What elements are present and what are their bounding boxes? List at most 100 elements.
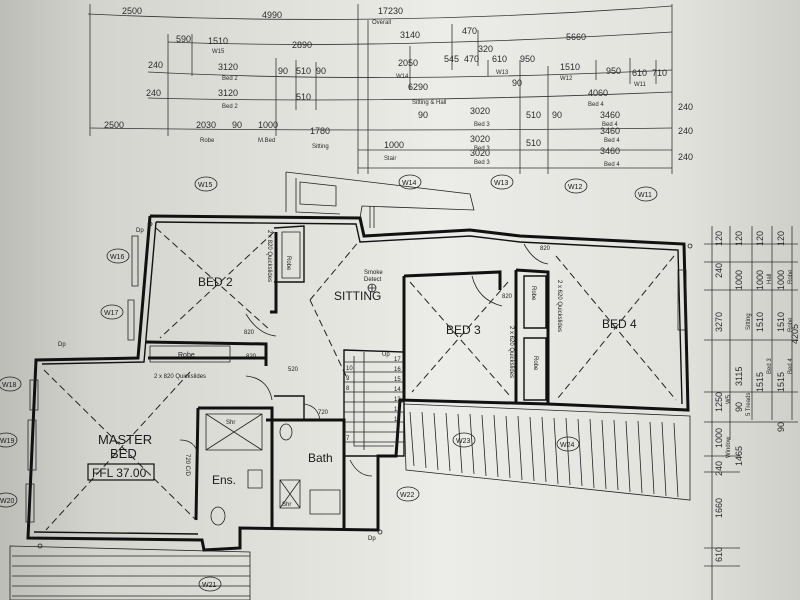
room-label-ensuite: Ens. bbox=[212, 473, 236, 487]
dim-rc-10: 1510 bbox=[755, 312, 765, 332]
dim-r3-o: 950 bbox=[606, 66, 621, 76]
dim-r5-h: 510 bbox=[526, 110, 541, 120]
shr-label-bath: Shr bbox=[282, 502, 291, 508]
dim-rc-11: 1510 bbox=[776, 312, 786, 332]
dim-r3-g: 2050 bbox=[398, 58, 418, 68]
ffl-label: FFL 37.00 bbox=[92, 466, 147, 480]
dim-rc-20: 1465 bbox=[734, 446, 744, 466]
toilet-icon bbox=[210, 506, 226, 526]
door-size-5: 520 bbox=[288, 367, 299, 373]
room-label-bed3: BED 3 bbox=[446, 323, 481, 337]
dim-rc-32: 4205 bbox=[790, 324, 800, 344]
dim-r5-l: Robe bbox=[200, 138, 215, 144]
dim-r3-k: W13 bbox=[496, 70, 509, 76]
quickslide-note-bed4: 2 x 620 Quickslides bbox=[556, 280, 562, 332]
dim-r5-o: Bed 3 bbox=[474, 122, 490, 128]
cw-note: 720 C/D bbox=[184, 454, 190, 477]
stair-step-7: 7 bbox=[346, 436, 350, 442]
dim-rc-15: 1250 bbox=[714, 392, 724, 412]
smoke-label-2: Detect bbox=[364, 277, 382, 283]
quickslide-note-bed2: 2 x 820 Quickslides bbox=[266, 230, 272, 282]
downpipe-label-1: Dp bbox=[136, 228, 144, 234]
dim-rc-5: 240 bbox=[714, 263, 724, 278]
dim-r3-e: 510 bbox=[296, 66, 311, 76]
dim-r1-d: Overall bbox=[372, 20, 391, 26]
dim-rc-22: 610 bbox=[714, 547, 724, 562]
stair-step-13: 13 bbox=[394, 397, 401, 403]
dim-r3-m: 1510 bbox=[560, 62, 580, 72]
dim-r3-j: 610 bbox=[492, 54, 507, 64]
dim-rc-31: Window bbox=[726, 436, 732, 458]
quickslide-note-master: 2 x 820 Quickslides bbox=[154, 374, 206, 380]
window-tag-w18: W18 bbox=[2, 382, 17, 389]
dim-rc-27: Robe bbox=[788, 269, 794, 284]
dim-r7-a: 3020 bbox=[470, 148, 490, 158]
dim-r3-l: 950 bbox=[520, 54, 535, 64]
stair-step-12: 12 bbox=[394, 407, 401, 413]
dim-r4-a: 240 bbox=[146, 88, 161, 98]
window-tag-w13: W13 bbox=[494, 180, 509, 187]
dim-r5-c: 90 bbox=[232, 120, 242, 130]
downpipe-label-2: Dp bbox=[58, 342, 66, 348]
shr-label-ens: Shr bbox=[226, 420, 235, 426]
dim-r7-c: 240 bbox=[678, 152, 693, 162]
window-tag-w22: W22 bbox=[400, 492, 415, 499]
dim-r3-b: 240 bbox=[148, 60, 163, 70]
dim-rc-12: 3115 bbox=[734, 367, 744, 386]
room-label-bath: Bath bbox=[308, 451, 333, 465]
dim-rc-25: Bed 4 bbox=[788, 358, 794, 374]
dim-r3-q: 710 bbox=[652, 68, 667, 78]
dim-r4-c: 510 bbox=[296, 92, 311, 102]
window-tag-w15: W15 bbox=[198, 182, 213, 189]
dim-rc-28: Robe bbox=[788, 317, 794, 332]
floor-plan: Robe Robe Robe Robe Up 17 1 bbox=[0, 171, 693, 600]
dim-r3-i: 470 bbox=[464, 54, 479, 64]
dim-r1-c: 17230 bbox=[378, 6, 403, 16]
stair-step-16: 16 bbox=[394, 367, 401, 373]
dim-r3-p: 610 bbox=[632, 68, 647, 78]
dim-rc-1: 120 bbox=[714, 231, 724, 246]
dim-r5-m: M.Bed bbox=[258, 138, 275, 144]
stair-step-17: 17 bbox=[394, 357, 401, 363]
window-tags: W15 W14 W13 W12 W11 W16 W17 W18 W19 W20 … bbox=[0, 174, 658, 592]
dim-r3-f: 90 bbox=[316, 66, 326, 76]
window-tag-w12: W12 bbox=[568, 184, 583, 191]
door-size-6: 720 bbox=[318, 410, 329, 416]
window-tag-w17: W17 bbox=[104, 310, 119, 317]
window-tag-w24: W24 bbox=[560, 442, 575, 449]
dim-rc-6: 1000 bbox=[734, 270, 744, 290]
stair-step-10: 10 bbox=[346, 366, 353, 372]
dim-r5-e: 1780 bbox=[310, 126, 330, 136]
dim-r5-j: 3460 bbox=[600, 110, 620, 120]
dim-r2-d: 2890 bbox=[292, 40, 312, 50]
stair-step-15: 15 bbox=[394, 377, 401, 383]
dim-r4-i: Bed 4 bbox=[588, 102, 604, 108]
dim-rc-23: Sitting bbox=[746, 313, 752, 330]
door-size-2: 820 bbox=[246, 354, 257, 360]
basin-icon bbox=[247, 469, 263, 489]
door-size-3: 820 bbox=[502, 294, 513, 300]
dim-r2-b: 1510 bbox=[208, 36, 228, 46]
dim-r6-d: 3460 bbox=[600, 126, 620, 136]
quickslide-note-bed3: 2 x 620 Quickslides bbox=[508, 326, 514, 378]
dim-rc-3: 120 bbox=[755, 231, 765, 246]
vanity-icon bbox=[309, 489, 341, 515]
deck-right bbox=[403, 403, 691, 501]
toilet-icon bbox=[279, 423, 293, 441]
dim-r7-b: 3460 bbox=[600, 146, 620, 156]
window-tag-w21: W21 bbox=[202, 582, 217, 589]
dim-rc-7: 1000 bbox=[755, 270, 765, 290]
dim-r6-c: 510 bbox=[526, 138, 541, 148]
dim-r1-a: 2500 bbox=[122, 6, 142, 16]
smoke-label-1: Smoke bbox=[364, 270, 383, 276]
dim-rc-8: 1000 bbox=[776, 270, 786, 290]
dim-rc-30: 5 Treads bbox=[746, 393, 752, 416]
dim-r6-e: 240 bbox=[678, 126, 693, 136]
window-tag-w20: W20 bbox=[0, 498, 15, 505]
dim-r5-a: 2500 bbox=[104, 120, 124, 130]
robe-label-bed4: Robe bbox=[532, 356, 538, 371]
window-tag-w19: W19 bbox=[0, 438, 15, 445]
window-tag-w14: W14 bbox=[402, 180, 417, 187]
